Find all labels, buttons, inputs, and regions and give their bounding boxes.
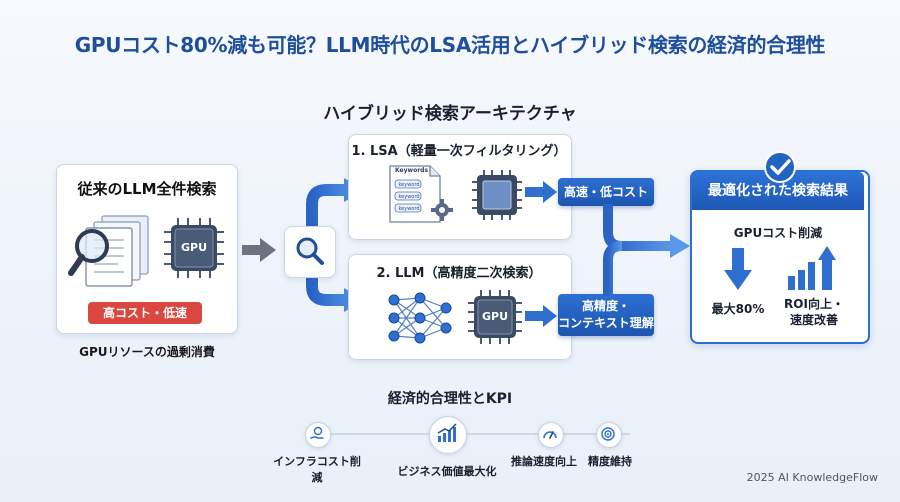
cost-hand-icon [310,426,324,439]
max-reduction-caption: 最大80% [711,302,765,316]
search-icon [296,237,324,265]
gpu-chip-label: GPU [180,241,208,254]
keyword-tag: keyword [398,194,420,200]
merge-flow-arrows [603,204,690,296]
speedometer-icon [543,431,557,439]
high-precision-label-line2: コンテキスト理解 [558,316,654,330]
architecture-title: ハイブリッド検索アーキテクチャ [323,104,577,124]
roi-caption-line1: ROI向上・ [784,297,844,311]
checkmark-badge-icon [764,151,796,183]
traditional-search-title: 従来のLLM全件検索 [77,180,217,198]
fast-low-cost-label: 高速・低コスト [558,178,654,206]
kpi-section-title: 経済的合理性とKPI [387,391,513,407]
cpu-chip-icon [472,170,522,220]
arrow-down-icon [724,248,752,290]
growth-chart-icon [788,246,836,290]
kpi-label: 精度維持 [588,455,632,468]
gpu-chip-label: GPU [481,310,509,323]
kpi-timeline [310,433,630,435]
page-title: GPUコスト80%減も可能？LLM時代のLSA活用とハイブリッド検索の経済的合理… [74,33,826,57]
roi-caption-line2: 速度改善 [789,313,838,327]
neural-network-icon [388,292,452,344]
kpi-node [596,422,622,448]
gpu-cost-reduction-title: GPUコスト削減 [733,226,823,240]
kpi-label: 推論速度向上 [511,455,577,468]
high-cost-badge: 高コスト・低速 [88,302,202,324]
gpu-overuse-caption: GPUリソースの過剰消費 [79,345,215,359]
gpu-chip-icon [164,218,224,278]
high-precision-label: 高精度・ コンテキスト理解 [558,294,654,336]
gpu-chip-icon [468,290,522,344]
llm-output-arrow [525,305,557,327]
bar-chart-up-icon [437,423,457,442]
target-icon [601,427,615,441]
keyword-tag: keyword [398,206,420,212]
documents-magnifier-icon [68,215,149,287]
high-precision-label-line1: 高精度・ [581,299,630,313]
llm-stage-title: 2. LLM（高精度二次検索） [376,266,542,281]
keyword-document-icon [389,165,453,223]
llm-stage-box [348,254,572,360]
keywords-heading: Keywords [395,167,429,174]
footer-credit: 2025 AI KnowledgeFlow [746,471,878,484]
kpi-label: インフラコスト削減 [273,455,361,484]
keyword-tag: keyword [398,182,420,188]
roi-improvement-caption: ROI向上・ 速度改善 [776,296,852,328]
arrow-right-icon [242,238,276,262]
lsa-stage-title: 1. LSA（軽量一次フィルタリング） [351,144,567,159]
optimized-result-header: 最適化された検索結果 [692,172,864,210]
kpi-label: ビジネス価値最大化 [397,465,497,478]
kpi-node [305,422,331,448]
lsa-output-arrow [525,181,557,203]
